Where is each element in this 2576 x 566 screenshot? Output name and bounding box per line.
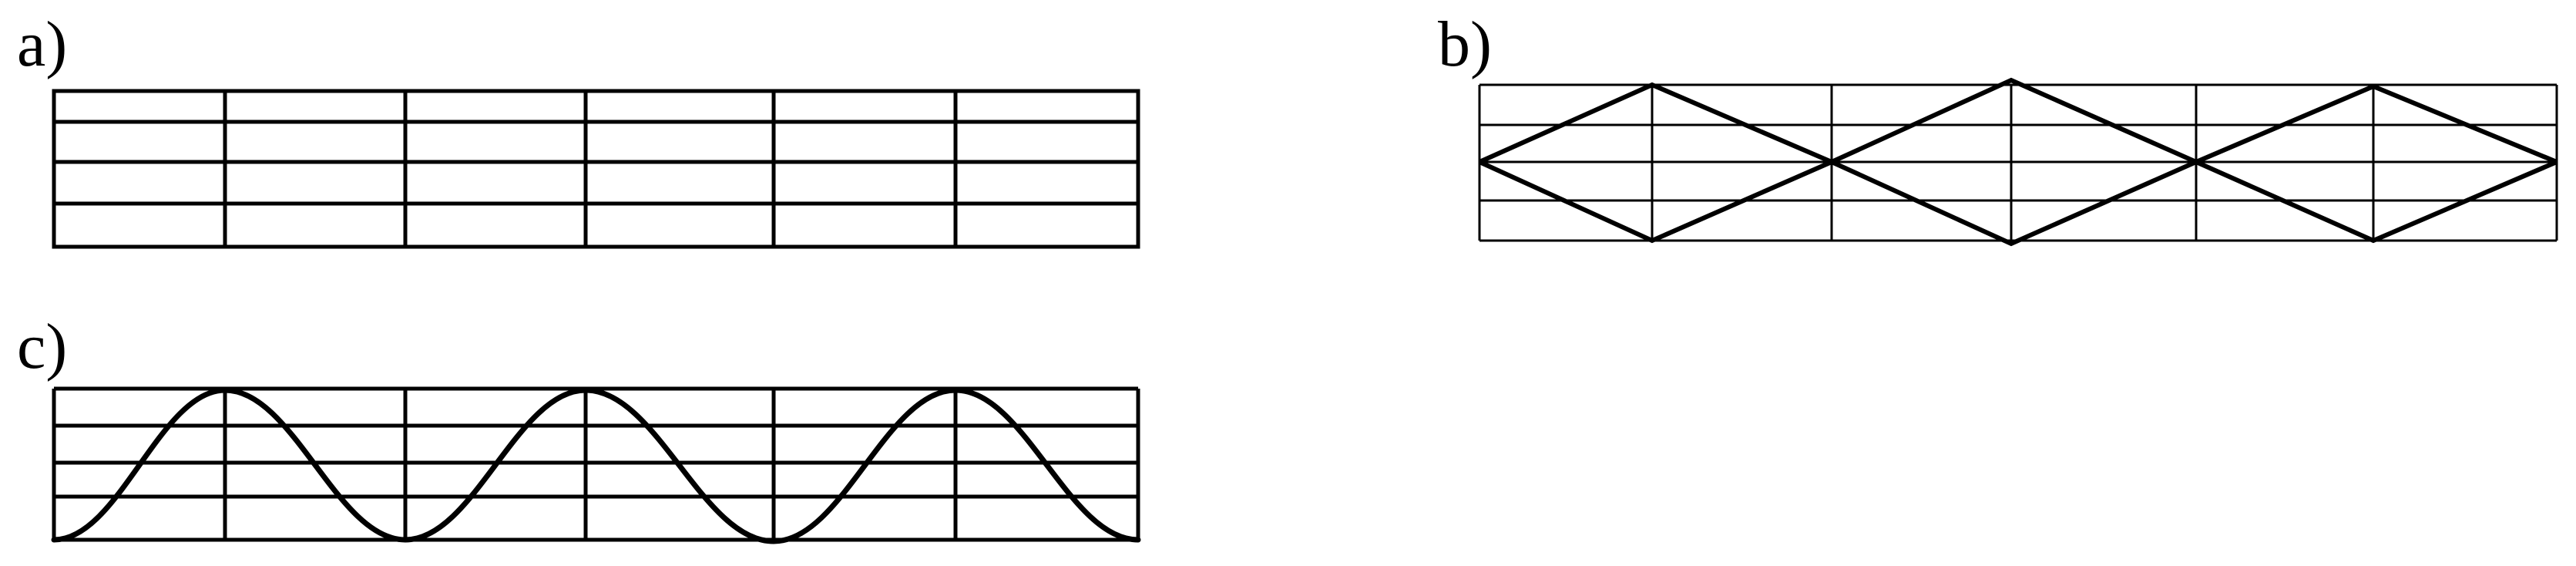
panel-a-grid xyxy=(52,89,1140,249)
panel-b-grid xyxy=(1478,77,2558,247)
panel-c-grid xyxy=(51,386,1141,544)
panel-b-upper-zigzag xyxy=(1478,77,2558,165)
panel-c-sine-wave xyxy=(51,387,1141,544)
panel-b-lower-zigzag xyxy=(1478,159,2558,247)
panel-c-label: c) xyxy=(17,311,68,382)
panel-a-frame xyxy=(52,89,1140,249)
panel-a-label: a) xyxy=(17,8,68,80)
panel-b-label: b) xyxy=(1438,8,1492,80)
